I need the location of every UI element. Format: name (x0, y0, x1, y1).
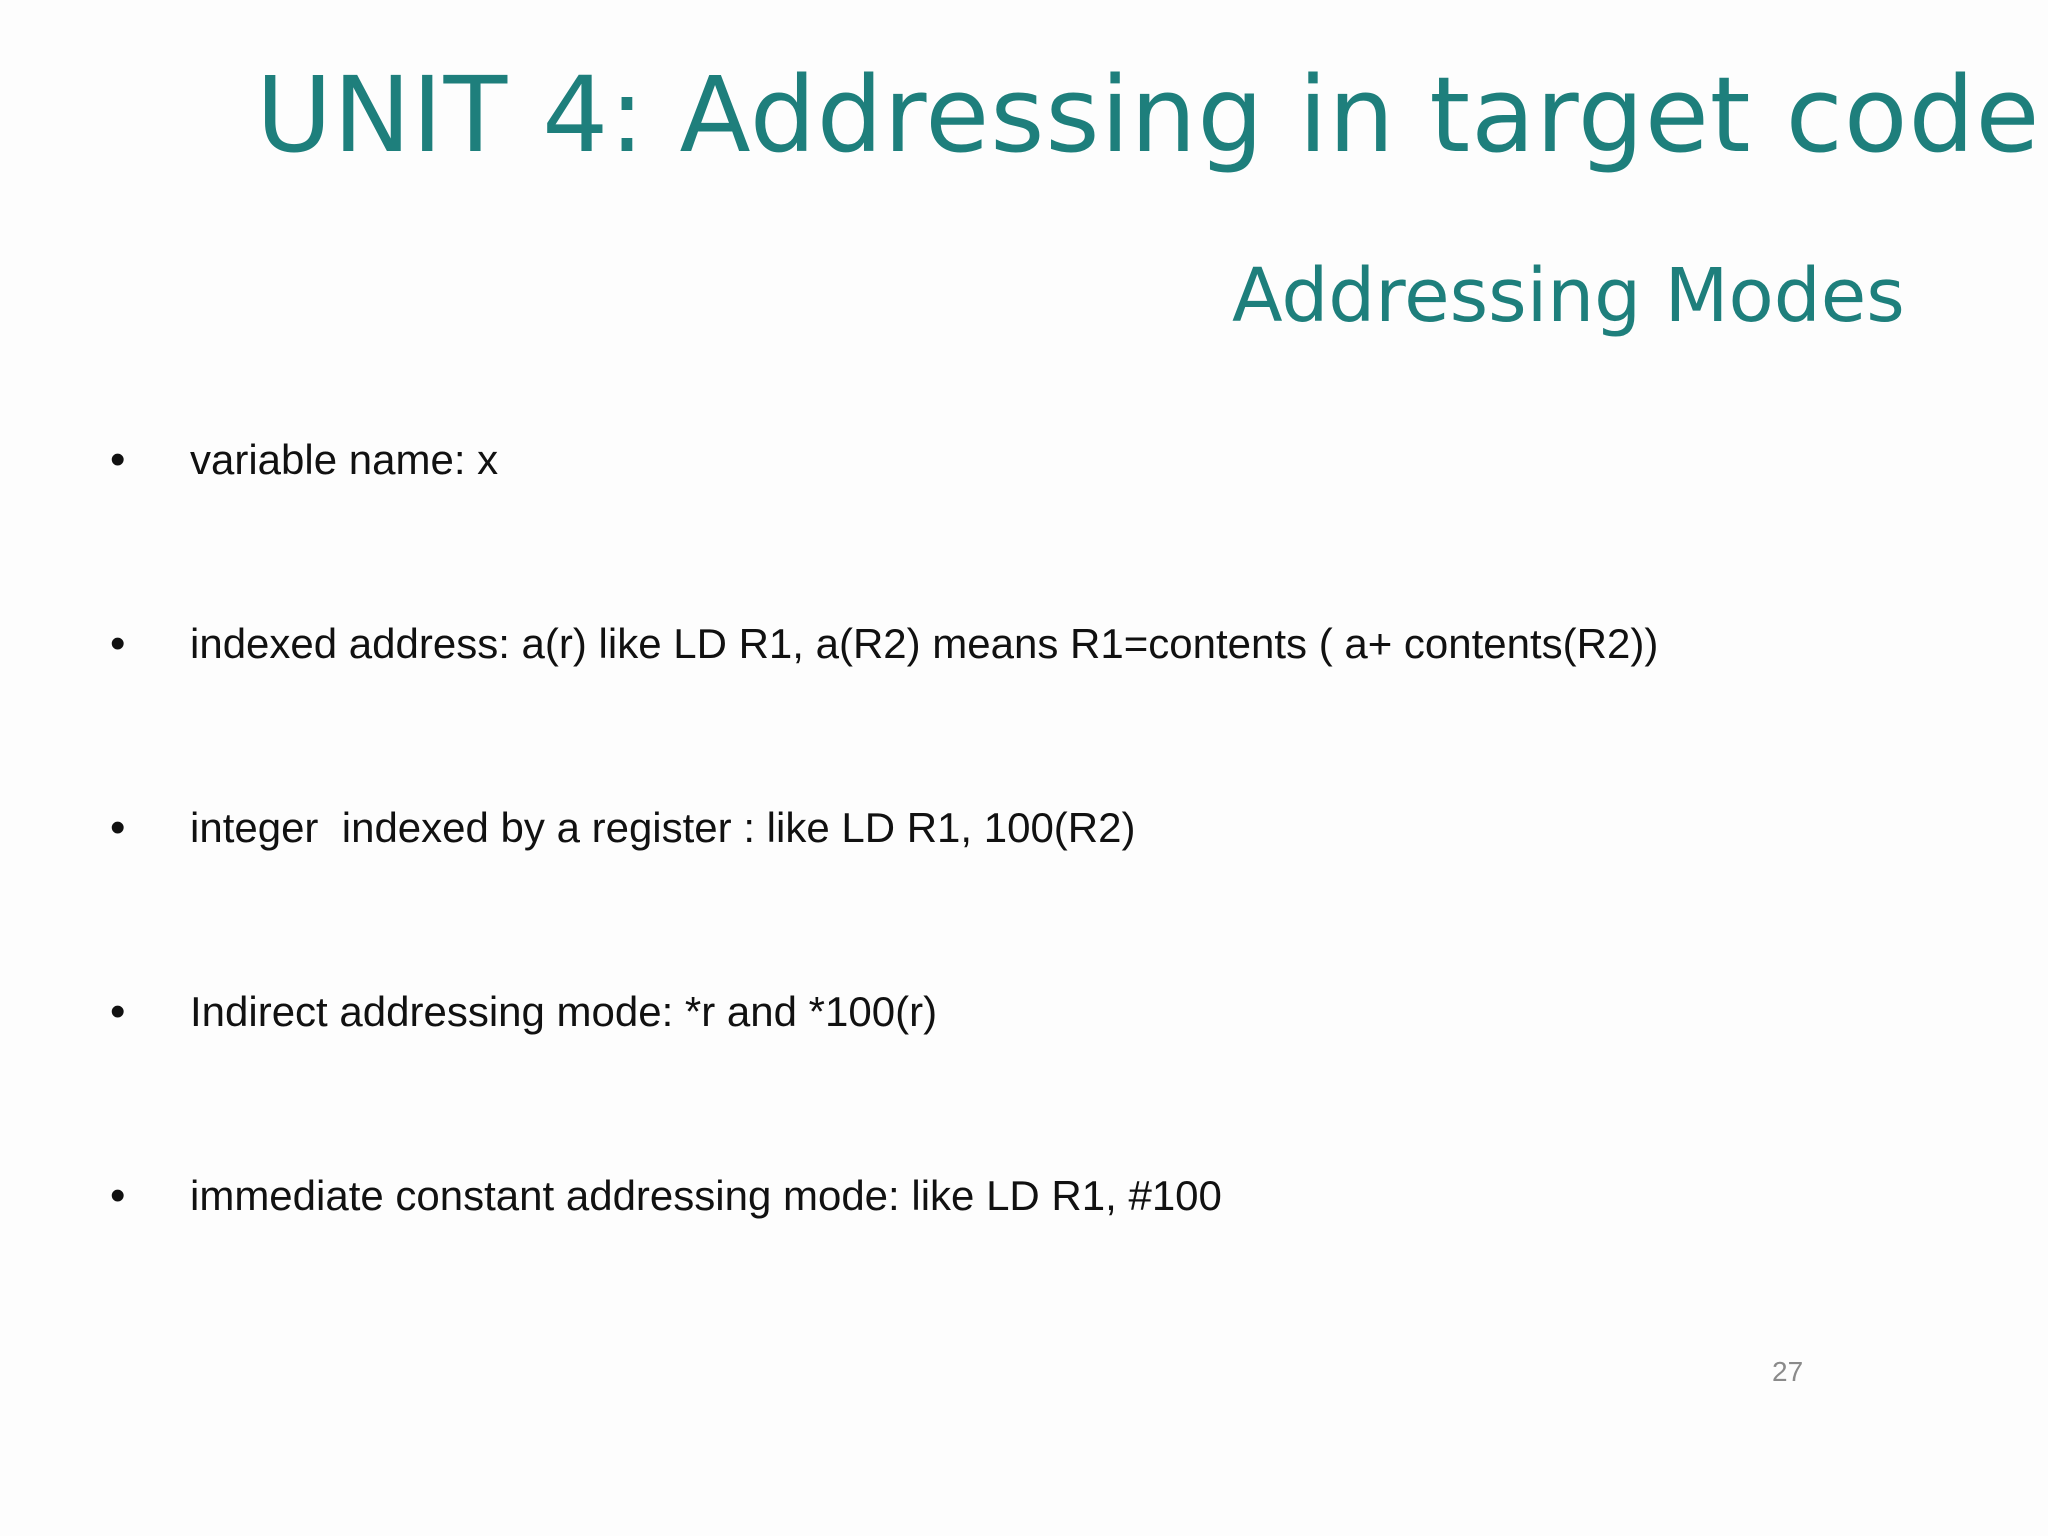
bullet-icon: • (110, 803, 126, 852)
bullet-icon: • (110, 1171, 126, 1220)
list-item: • variable name: x (110, 430, 1658, 614)
bullet-text: immediate constant addressing mode: like… (190, 1172, 1222, 1219)
bullet-list: • variable name: x • indexed address: a(… (110, 430, 1658, 1350)
bullet-icon: • (110, 435, 126, 484)
bullet-icon: • (110, 987, 126, 1036)
page-number: 27 (1772, 1356, 1804, 1387)
list-item: • Indirect addressing mode: *r and *100(… (110, 982, 1658, 1166)
bullet-text: integer indexed by a register : like LD … (190, 804, 1136, 851)
bullet-text: indexed address: a(r) like LD R1, a(R2) … (190, 620, 1659, 667)
list-item: • integer indexed by a register : like L… (110, 798, 1658, 982)
slide-title: UNIT 4: Addressing in target code (256, 54, 2041, 176)
bullet-text: variable name: x (190, 436, 499, 483)
slide-subtitle: Addressing Modes (1232, 253, 1905, 339)
list-item: • immediate constant addressing mode: li… (110, 1166, 1658, 1350)
bullet-text: Indirect addressing mode: *r and *100(r) (190, 988, 938, 1035)
list-item: • indexed address: a(r) like LD R1, a(R2… (110, 614, 1658, 798)
bullet-icon: • (110, 619, 126, 668)
